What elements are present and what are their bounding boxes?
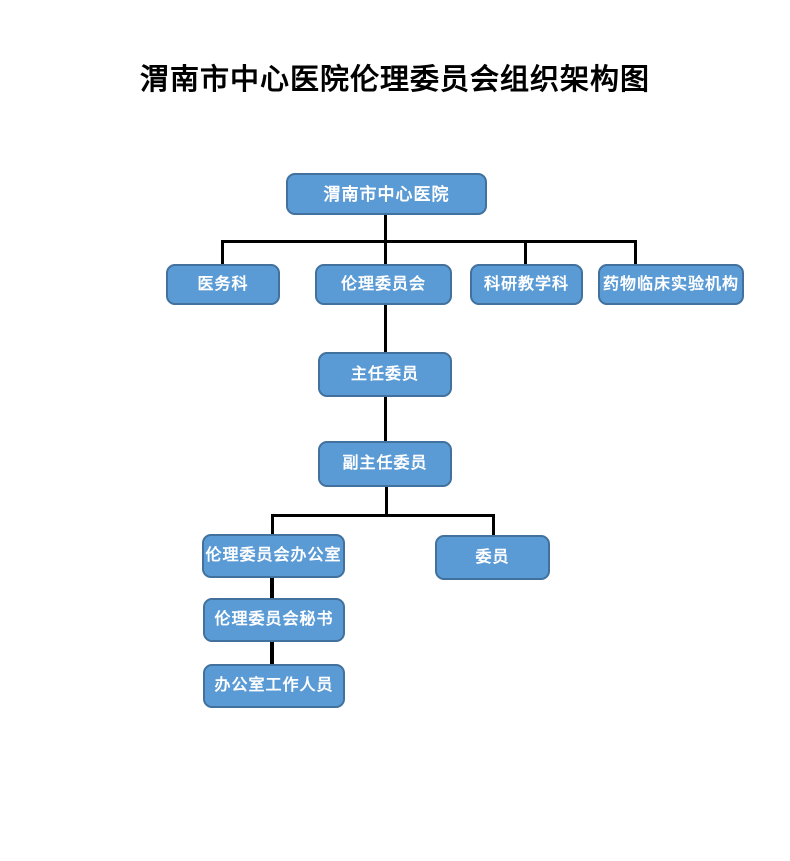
org-node-drug-clinical-trial: 药物临床实验机构 [598, 264, 744, 305]
org-node-vice-chairman: 副主任委员 [318, 441, 452, 487]
org-node-ethics-office: 伦理委员会办公室 [202, 534, 345, 578]
edge-secretary-to-staff [270, 640, 274, 666]
edge-drop-ethics-office [271, 514, 274, 536]
edge-level2-rail [221, 240, 637, 243]
org-node-hospital: 渭南市中心医院 [286, 173, 487, 215]
edge-drop-medical-affairs [221, 240, 224, 266]
page-title: 渭南市中心医院伦理委员会组织架构图 [139, 64, 650, 96]
edge-level5-rail [271, 514, 495, 517]
org-node-secretary: 伦理委员会秘书 [203, 598, 345, 642]
edge-drop-research-teaching [524, 240, 527, 266]
org-node-chairman: 主任委员 [318, 352, 452, 397]
edge-ethics-to-chairman [384, 304, 387, 354]
org-node-ethics-committee: 伦理委员会 [315, 264, 452, 305]
org-node-research-teaching: 科研教学科 [470, 264, 583, 305]
org-node-office-staff: 办公室工作人员 [203, 664, 345, 708]
edge-chairman-to-vice [384, 395, 387, 443]
edge-drop-ethics-committee [384, 240, 387, 266]
edge-hospital-stem [384, 213, 387, 242]
org-node-medical-affairs: 医务科 [166, 264, 280, 305]
org-node-members: 委员 [435, 535, 550, 580]
edge-office-to-secretary [270, 576, 274, 600]
edge-drop-drug-trial [634, 240, 637, 266]
edge-vice-chairman-stem [385, 485, 388, 517]
edge-drop-members [492, 514, 495, 537]
